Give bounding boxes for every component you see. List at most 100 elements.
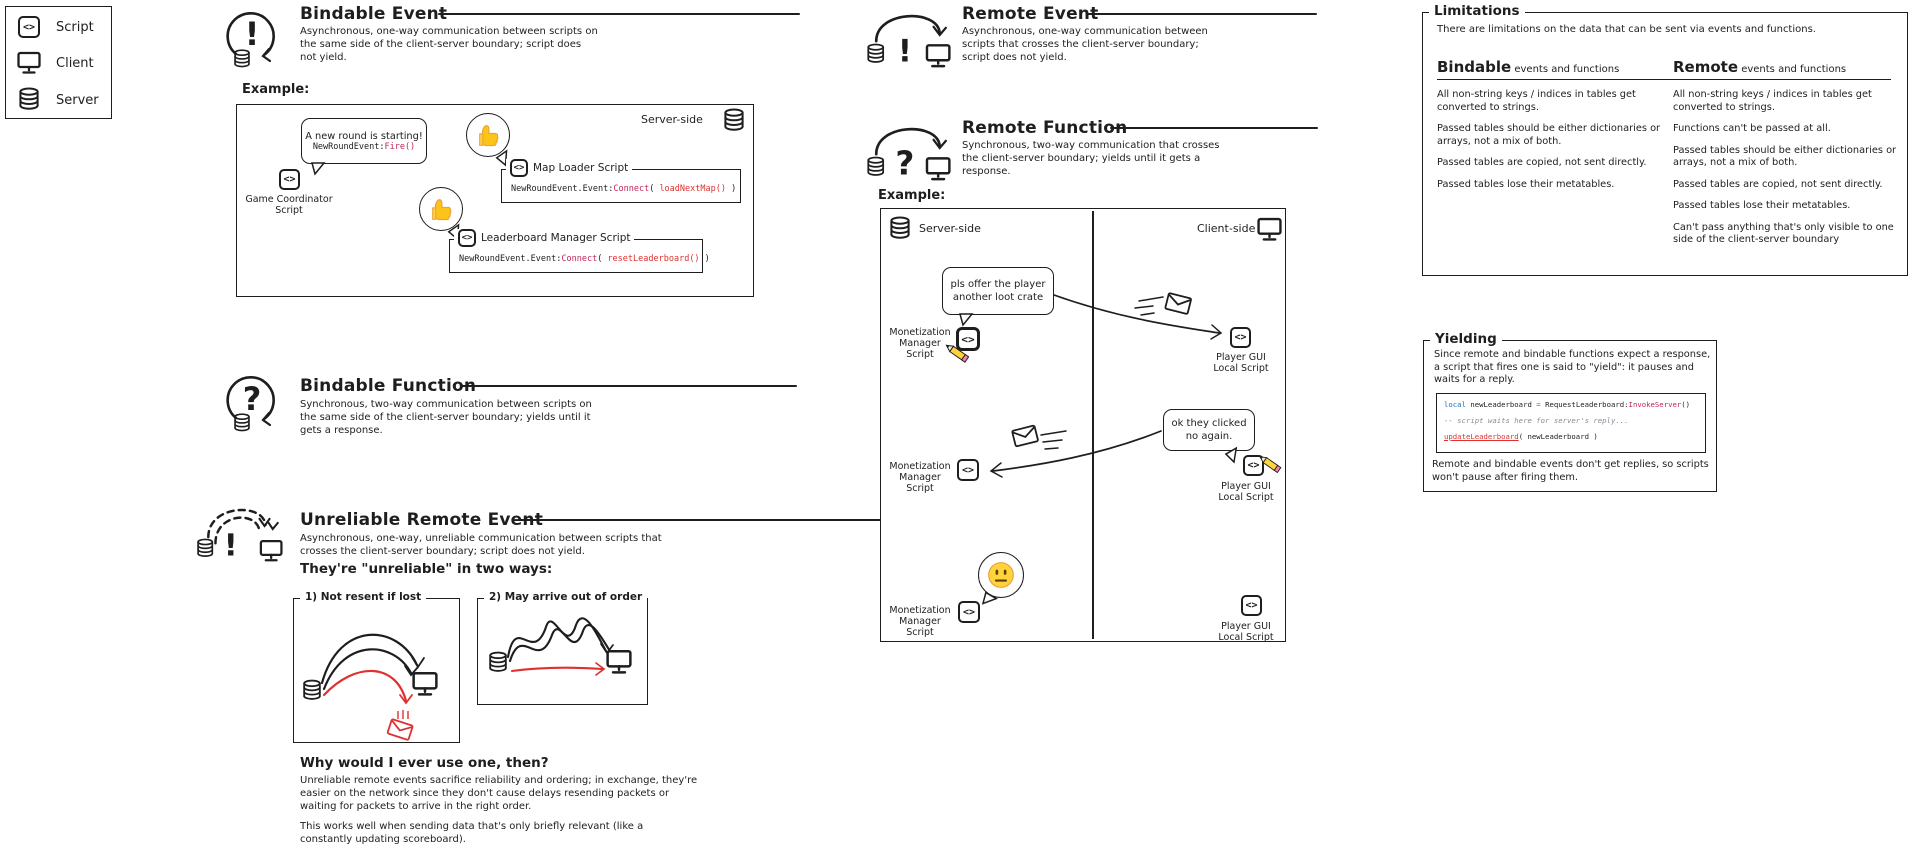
monetization-script-label: Monetization Manager Script: [889, 605, 951, 638]
way1-drawing: [303, 633, 438, 741]
script-icon: <>: [279, 169, 300, 190]
way1-box: 1) Not resent if lost: [293, 591, 460, 743]
limitation-item: Passed tables are copied, not sent direc…: [1673, 178, 1883, 190]
yielding-title: Yielding: [1430, 331, 1502, 347]
yield-code-box: local newLeaderboard = RequestLeaderboar…: [1436, 393, 1706, 453]
map-loader-title: Map Loader Script: [533, 162, 629, 174]
remote-column-header: Remote events and functions: [1673, 58, 1847, 76]
new-round-bubble: A new round is starting! NewRoundEvent:F…: [301, 118, 427, 164]
limitation-item: All non-string keys / indices in tables …: [1673, 89, 1872, 113]
legend-server-label: Server: [56, 93, 99, 108]
player-gui-label: Player GUI Local Script: [1218, 621, 1274, 643]
server-icon: [18, 87, 40, 113]
limitation-item: Passed tables lose their metatables.: [1437, 178, 1615, 190]
client-server-divider: [1092, 211, 1094, 639]
server-icon: [723, 108, 745, 134]
remote-event-title: Remote Event: [962, 4, 1099, 24]
script-icon: <>: [18, 16, 40, 38]
script-icon: <>: [957, 459, 979, 481]
client-icon: [17, 51, 41, 74]
legend-panel: <> Script Client Server: [5, 6, 112, 119]
limitation-item: All non-string keys / indices in tables …: [1437, 89, 1636, 113]
bindable-function-icon: ?: [226, 375, 275, 432]
bubble-line: another loot crate: [952, 292, 1044, 303]
clicked-no-bubble: ok they clicked no again.: [1163, 409, 1255, 451]
bubble-tail: [1224, 446, 1238, 464]
bubble-line: no again.: [1185, 431, 1233, 442]
bindable-limitations-list: All non-string keys / indices in tables …: [1437, 89, 1667, 200]
unreliable-remote-event-icon: !: [197, 508, 283, 562]
limitation-item: Passed tables are copied, not sent direc…: [1437, 157, 1647, 168]
why-p2: This works well when sending data that's…: [300, 821, 644, 845]
remote-function-icon: ?: [867, 127, 951, 182]
leaderboard-title: Leaderboard Manager Script: [481, 232, 631, 244]
limitations-title: Limitations: [1429, 3, 1525, 19]
yielding-panel: Yielding Since remote and bindable funct…: [1423, 331, 1717, 492]
bindable-column-header: Bindable events and functions: [1437, 58, 1620, 76]
neutral-face-bubble: [978, 552, 1024, 598]
remote-function-title: Remote Function: [962, 118, 1128, 138]
legend-script-label: Script: [56, 20, 94, 35]
unreliable-remote-event-desc: Asynchronous, one-way, unreliable commun…: [300, 533, 662, 557]
bubble-tail: [495, 149, 508, 167]
bubble-tail: [959, 313, 974, 327]
bindable-event-example-panel: Server-side A new round is starting! New…: [236, 104, 754, 297]
pencil-icon: [941, 337, 971, 367]
way2-label: 2) May arrive out of order: [484, 591, 648, 603]
yielding-intro: Since remote and bindable functions expe…: [1434, 349, 1711, 385]
example-label: Example:: [242, 82, 310, 97]
code-line-3: updateLeaderboard( newLeaderboard ): [1444, 432, 1598, 441]
bindable-event-title: Bindable Event: [300, 4, 448, 24]
code-line-2: -- script waits here for server's reply.…: [1444, 416, 1629, 425]
server-icon: [889, 216, 911, 242]
svg-text:!: !: [898, 34, 912, 68]
bubble-tail: [311, 162, 326, 176]
script-icon: <>: [1230, 327, 1251, 348]
leaderboard-code: NewRoundEvent.Event:Connect( resetLeader…: [459, 254, 710, 264]
code-line-1: local newLeaderboard = RequestLeaderboar…: [1444, 400, 1691, 409]
monetization-script-label: Monetization Manager Script: [889, 327, 951, 360]
title-rule: [438, 13, 800, 15]
title-rule: [1110, 127, 1318, 129]
limitation-item: Passed tables should be either dictionar…: [1673, 144, 1897, 169]
server-side-label: Server-side: [919, 222, 981, 235]
limitations-panel: Limitations There are limitations on the…: [1422, 3, 1908, 276]
thumbs-up-bubble: [466, 113, 510, 157]
thumbs-up-icon: [475, 122, 502, 149]
script-icon: <>: [1241, 595, 1262, 616]
svg-text:?: ?: [895, 145, 914, 182]
yielding-outro: Remote and bindable events don't get rep…: [1432, 459, 1709, 483]
bindable-function-title: Bindable Function: [300, 376, 477, 396]
limitation-item: Passed tables should be either dictionar…: [1437, 123, 1661, 147]
svg-text:!: !: [245, 15, 260, 53]
ways-heading: They're "unreliable" in two ways:: [300, 561, 553, 577]
svg-text:!: !: [224, 529, 238, 562]
player-gui-label: Player GUI Local Script: [1213, 352, 1269, 374]
bubble-tail: [981, 591, 999, 605]
client-icon: [1257, 217, 1282, 241]
way2-box: 2) May arrive out of order: [477, 591, 648, 705]
title-rule: [462, 385, 797, 387]
remote-limitations-list: All non-string keys / indices in tables …: [1673, 89, 1905, 256]
remote-event-desc: Asynchronous, one-way communication betw…: [962, 26, 1208, 63]
script-icon: <>: [510, 159, 528, 177]
bindable-event-desc: Asynchronous, one-way communication betw…: [300, 26, 598, 63]
map-loader-code: NewRoundEvent.Event:Connect( loadNextMap…: [511, 184, 737, 194]
title-rule: [1087, 13, 1317, 15]
client-side-label: Client-side: [1197, 222, 1256, 235]
example-label: Example:: [878, 188, 946, 203]
why-heading: Why would I ever use one, then?: [300, 755, 549, 771]
game-coordinator-label: Game Coordinator Script: [245, 194, 333, 216]
svg-text:?: ?: [243, 380, 262, 418]
bindable-function-desc: Synchronous, two-way communication betwe…: [300, 399, 592, 436]
bubble-line: ok they clicked: [1171, 418, 1247, 429]
unreliable-remote-event-title: Unreliable Remote Event: [300, 510, 544, 530]
limitation-item: Can't pass anything that's only visible …: [1673, 221, 1894, 246]
script-icon: <>: [458, 229, 476, 247]
player-gui-label: Player GUI Local Script: [1218, 481, 1274, 503]
remote-function-example-panel: Server-side Client-side pls offer the pl…: [880, 208, 1286, 643]
remote-event-icon: !: [867, 14, 951, 68]
bubble-line: pls offer the player: [950, 279, 1046, 290]
way2-drawing: [489, 617, 632, 676]
way1-label: 1) Not resent if lost: [300, 591, 427, 603]
